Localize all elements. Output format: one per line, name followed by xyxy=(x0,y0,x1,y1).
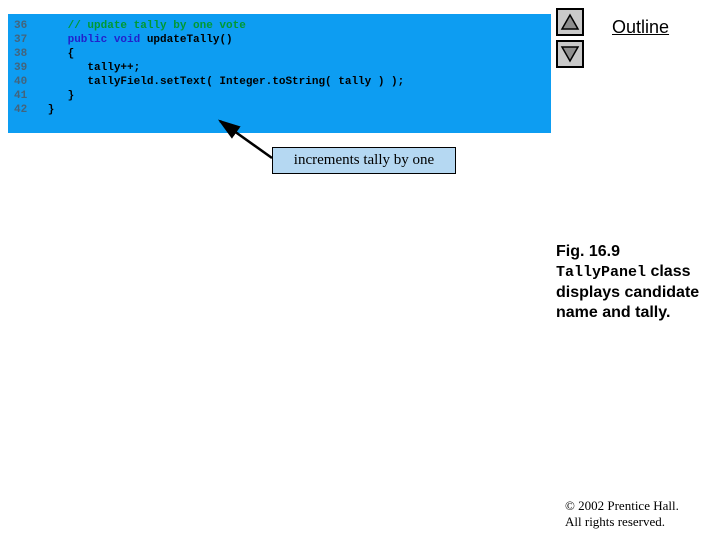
outline-link[interactable]: Outline xyxy=(612,17,670,37)
figure-number: Fig. 16.9 xyxy=(556,243,621,260)
line-number: 40 xyxy=(14,76,28,88)
callout-text: increments tally by one xyxy=(293,152,435,168)
line-number: 42 xyxy=(14,104,28,116)
line-number: 38 xyxy=(14,48,28,60)
line-number: 39 xyxy=(14,62,28,74)
outline-next-button[interactable] xyxy=(556,40,584,68)
copyright: © 2002 Prentice Hall. All rights reserve… xyxy=(565,498,679,530)
copyright-line-1: © 2002 Prentice Hall. xyxy=(565,498,679,513)
up-triangle-icon xyxy=(560,13,580,30)
copyright-line-2: All rights reserved. xyxy=(565,514,666,529)
figure-caption: Fig. 16.9 TallyPanel class displays cand… xyxy=(556,242,714,323)
figure-caption-text: class displays candidate name and tally. xyxy=(556,263,700,321)
code-line: 38 { xyxy=(14,48,75,60)
callout-arrow xyxy=(217,119,273,160)
code-line: 36 // update tally by one vote xyxy=(14,20,246,32)
callout-box: increments tally by one xyxy=(272,147,456,174)
line-number: 41 xyxy=(14,90,28,102)
code-line: 39 tally++; xyxy=(14,62,141,74)
code-line: 42 } xyxy=(14,104,55,116)
code-lines: 36 // update tally by one vote 37 public … xyxy=(14,19,551,117)
code-line: 37 public void updateTally() xyxy=(14,34,233,46)
code-panel: 36 // update tally by one vote 37 public … xyxy=(8,14,551,133)
line-number: 37 xyxy=(14,34,28,46)
code-line: 40 tallyField.setText( Integer.toString(… xyxy=(14,76,405,88)
code-line: 41 } xyxy=(14,90,75,102)
outline-previous-button[interactable] xyxy=(556,8,584,36)
down-triangle-icon xyxy=(560,46,580,63)
figure-code-term: TallyPanel xyxy=(556,264,647,281)
line-number: 36 xyxy=(14,20,28,32)
